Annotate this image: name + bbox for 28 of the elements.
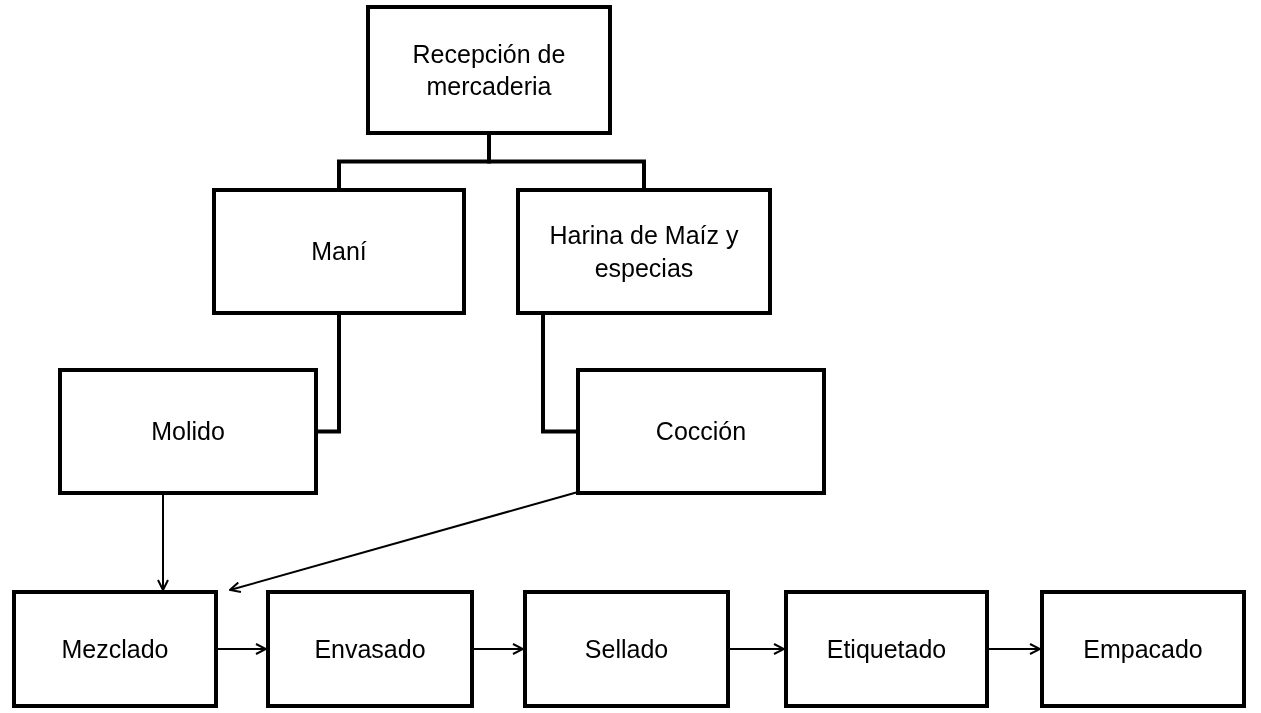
process-box xyxy=(12,590,218,708)
process-box xyxy=(212,188,466,315)
connector-line xyxy=(541,315,576,434)
node-label: Sellado xyxy=(583,633,670,665)
connector-line xyxy=(318,315,341,434)
node-label: Molido xyxy=(150,416,226,448)
process-box xyxy=(516,188,772,315)
arrow xyxy=(157,494,169,591)
process-box xyxy=(366,5,612,135)
process-box xyxy=(784,590,989,708)
connector-line xyxy=(487,135,646,188)
node-label: Etiquetado xyxy=(825,633,948,665)
process-box xyxy=(58,368,318,495)
process-box xyxy=(523,590,730,708)
node-label: Maní xyxy=(310,236,368,268)
node-label: Mezclado xyxy=(60,633,170,665)
arrow xyxy=(729,643,785,655)
process-box xyxy=(266,590,474,708)
node-label: Cocción xyxy=(654,416,748,448)
arrow xyxy=(473,643,524,655)
arrow xyxy=(988,643,1041,655)
process-box xyxy=(576,368,826,495)
arrow xyxy=(217,643,267,655)
node-label: Empacado xyxy=(1082,633,1204,665)
node-label: Envasado xyxy=(313,633,427,665)
node-label: Harina de Maíz y especias xyxy=(548,220,740,284)
node-label: Recepción de mercaderia xyxy=(411,38,567,102)
process-box xyxy=(1040,590,1246,708)
